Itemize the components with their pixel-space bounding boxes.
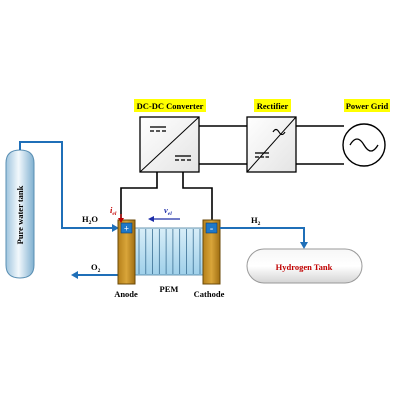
cathode-electrode — [202, 219, 221, 285]
anode-terminal — [120, 222, 133, 234]
dcdc-label-bg — [134, 99, 206, 112]
pem-label: PEM — [160, 284, 179, 294]
voltage-label: vel — [164, 205, 172, 217]
hydrogen-tank-label: Hydrogen Tank — [276, 262, 333, 272]
cathode-terminal — [205, 222, 218, 234]
rectifier-label: Rectifier — [257, 101, 289, 111]
rectifier-label-bg — [254, 99, 291, 112]
pure-water-tank — [5, 149, 35, 279]
grid-label-bg — [344, 99, 390, 112]
cathode-label: Cathode — [194, 289, 225, 299]
hydrogen-tank — [246, 248, 363, 284]
rectifier-icon — [246, 116, 297, 173]
water-tank-label: Pure water tank — [15, 185, 25, 244]
h2-pipe — [220, 227, 305, 242]
current-arrow-head — [118, 218, 124, 223]
h2o-label: H2O — [82, 214, 98, 226]
h2-arrow-head — [300, 242, 308, 249]
water-arrow-head — [112, 224, 119, 232]
o2-arrow-head — [71, 271, 78, 279]
cathode-minus: - — [210, 224, 213, 235]
pem-membrane — [134, 227, 204, 276]
dc-dc-converter-icon — [139, 116, 200, 173]
anode-label: Anode — [114, 289, 138, 299]
grid-label: Power Grid — [346, 101, 389, 111]
o2-label: O2 — [91, 262, 101, 274]
anode-electrode — [117, 219, 136, 285]
converter-wires — [120, 125, 344, 223]
anode-plus: + — [124, 224, 129, 234]
ac-source-icon — [342, 123, 386, 167]
h2-label: H2 — [251, 215, 261, 227]
water-pipe — [19, 141, 112, 229]
voltage-arrow-head — [148, 216, 154, 222]
dcdc-label: DC-DC Converter — [137, 101, 204, 111]
current-label: iel — [110, 205, 117, 217]
